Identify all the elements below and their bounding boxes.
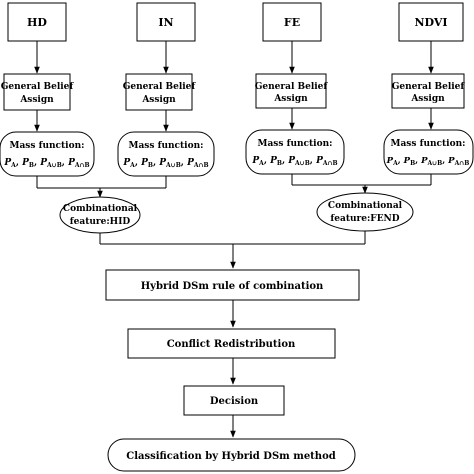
input-label-in: IN <box>158 16 173 29</box>
mass-title-ndvi: Mass function: <box>391 139 466 149</box>
mass-title-fe: Mass function: <box>258 139 333 149</box>
mass-formula-hd: PA, PB, PA∪B, PA∩B <box>3 158 89 169</box>
belief-line1-ndvi: General Belief <box>392 82 466 92</box>
combined-line2-fend: feature:FEND <box>330 214 399 224</box>
belief-box-ndvi <box>391 73 465 109</box>
input-box-hd <box>7 2 67 42</box>
hybrid-label: Hybrid DSm rule of combination <box>141 281 324 292</box>
belief-line1-fe: General Belief <box>255 82 329 92</box>
mass-box-fe <box>245 129 345 175</box>
belief-line2-hd: Assign <box>19 95 54 105</box>
conflict-label: Conflict Redistribution <box>167 339 296 350</box>
belief-line1-in: General Belief <box>123 82 197 92</box>
merge-connector-hybrid <box>99 231 366 269</box>
belief-box-in <box>125 73 193 111</box>
classification-step: Classification by Hybrid DSm method <box>107 438 356 472</box>
combined-line2-hid: feature:HID <box>70 217 131 227</box>
input-label-hd: HD <box>27 16 47 29</box>
input-box-fe <box>262 2 322 42</box>
input-label-fe: FE <box>284 16 300 29</box>
conflict-step: Conflict Redistribution <box>127 328 336 359</box>
belief-line2-in: Assign <box>141 95 176 105</box>
input-column-ndvi: NDVI General Belief Assign Mass function… <box>383 2 474 175</box>
combined-feature-fend: Combinational feature:FEND <box>316 192 414 232</box>
combined-line1-fend: Combinational <box>328 201 403 211</box>
input-box-ndvi <box>398 2 464 42</box>
input-label-ndvi: NDVI <box>414 16 447 29</box>
input-column-in: IN General Belief Assign Mass function: … <box>117 2 215 177</box>
hybrid-step: Hybrid DSm rule of combination <box>105 269 360 301</box>
input-column-hd: HD General Belief Assign Mass function: … <box>0 2 95 177</box>
combined-ellipse-hid <box>59 196 141 234</box>
mass-box-ndvi <box>383 129 474 175</box>
belief-box-hd <box>3 73 71 111</box>
classification-box <box>107 438 356 472</box>
input-column-fe: FE General Belief Assign Mass function: … <box>245 2 345 175</box>
mass-formula-fe: PA, PB, PA∪B, PA∩B <box>251 156 337 167</box>
mass-formula-ndvi: PA, PB, PA∪B, PA∩B <box>386 156 470 167</box>
conflict-box <box>127 328 336 359</box>
combined-line1-hid: Combinational <box>63 204 138 214</box>
classification-label: Classification by Hybrid DSm method <box>126 451 336 462</box>
combined-ellipse-fend <box>316 192 414 232</box>
mass-title-in: Mass function: <box>129 141 204 151</box>
input-box-in <box>136 2 196 42</box>
merge-connector-hid <box>36 176 167 198</box>
decision-box <box>183 385 285 416</box>
hybrid-box <box>105 269 360 301</box>
belief-line1-hd: General Belief <box>1 82 75 92</box>
belief-box-fe <box>255 73 327 109</box>
decision-step: Decision <box>183 385 285 416</box>
merge-connector-fend <box>291 174 432 194</box>
mass-box-hd <box>0 131 95 177</box>
mass-title-hd: Mass function: <box>10 141 85 151</box>
combined-feature-hid: Combinational feature:HID <box>59 196 141 234</box>
belief-line2-fe: Assign <box>273 94 308 104</box>
decision-label: Decision <box>210 396 259 407</box>
mass-formula-in: PA, PB, PA∪B, PA∩B <box>122 158 208 169</box>
belief-line2-ndvi: Assign <box>410 94 445 104</box>
mass-box-in <box>117 131 215 177</box>
